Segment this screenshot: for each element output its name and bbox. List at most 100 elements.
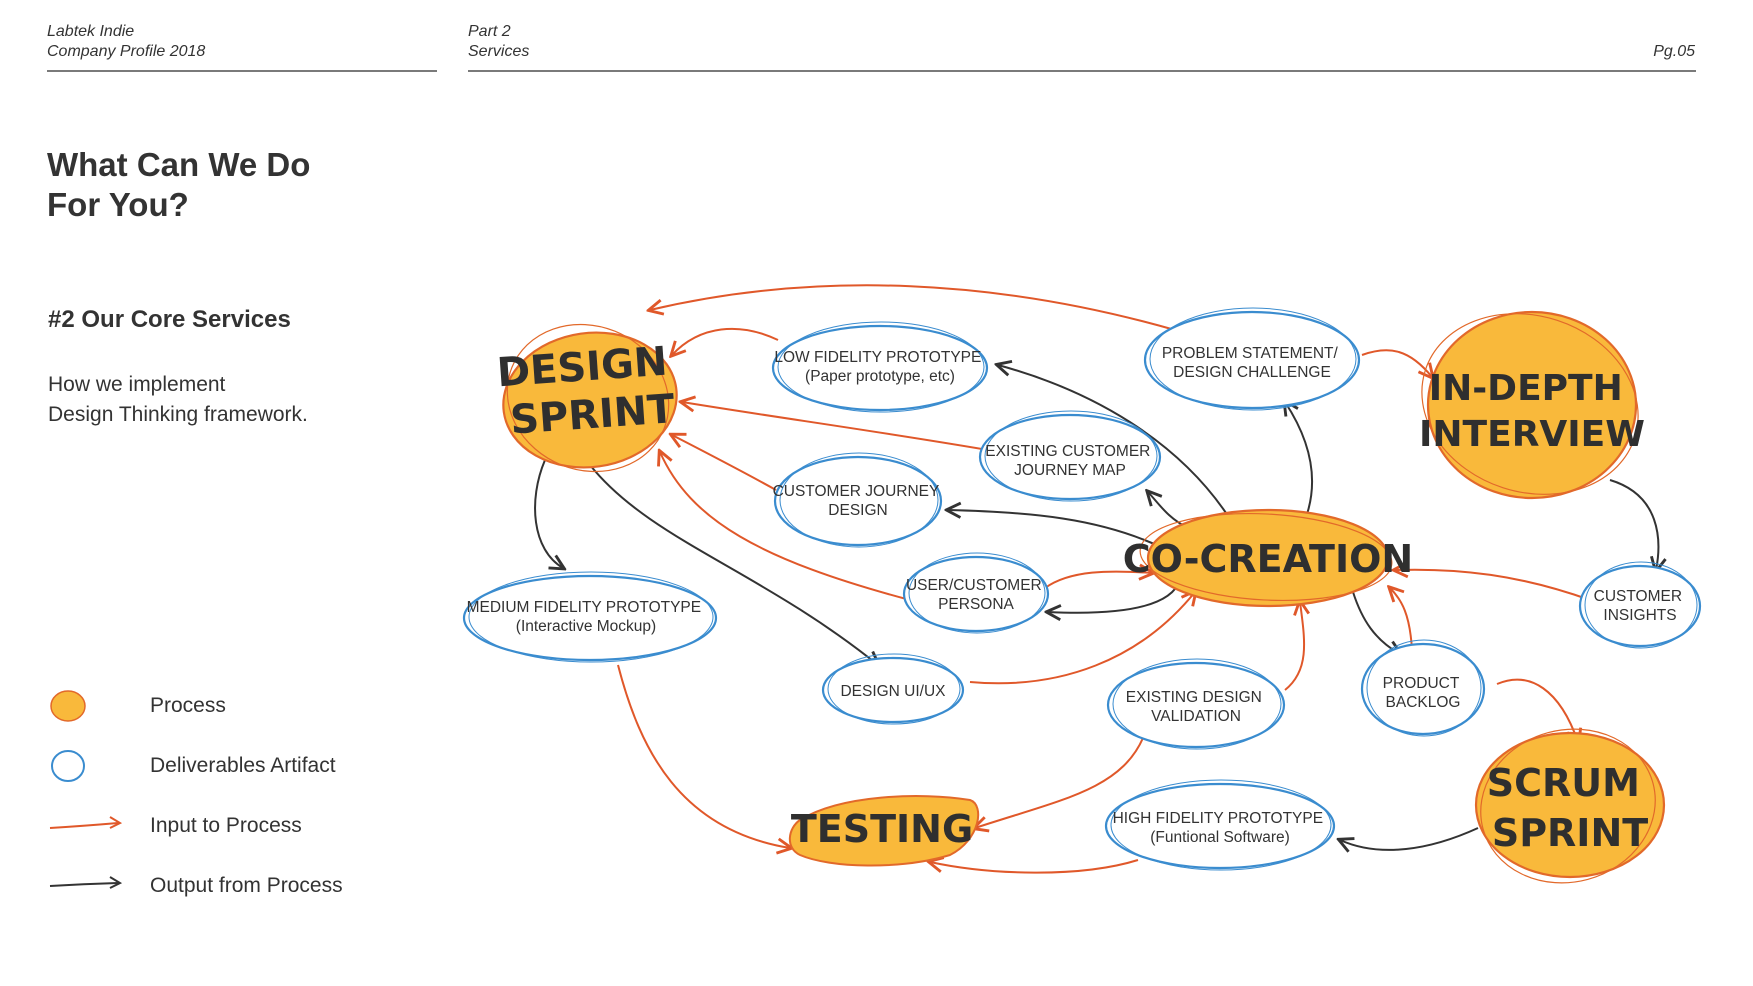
page-title-line: For You? <box>47 186 189 223</box>
artifact-low-fidelity-prototype: LOW FIDELITY PROTOTYPE (Paper prototype,… <box>771 321 989 413</box>
process-design-sprint: DESIGN SPRINT <box>495 323 678 473</box>
arrow-cocreation-to-backlog <box>1352 591 1400 654</box>
process-co-creation: CO-CREATION <box>1123 508 1413 608</box>
header-section: Part 2 Services <box>468 22 529 62</box>
output-arrow-icon <box>49 876 123 889</box>
artifact-problem-statement: PROBLEM STATEMENT/ DESIGN CHALLENGE <box>1143 307 1361 411</box>
company-name: Labtek Indie <box>47 23 135 40</box>
legend-output: Output from Process <box>48 866 388 906</box>
journey-design-label: CUSTOMER JOURNEY DESIGN <box>773 483 944 519</box>
arrow-cocreation-to-journeydesign <box>948 510 1164 549</box>
page-title: What Can We Do For You? <box>47 145 310 225</box>
medium-fidelity-label: MEDIUM FIDELITY PROTOTYPE (Interactive M… <box>467 599 706 635</box>
low-fidelity-label: LOW FIDELITY PROTOTYPE (Paper prototype,… <box>774 349 985 385</box>
arrow-persona-to-design-sprint <box>660 452 911 601</box>
arrow-problem-to-interview <box>1361 349 1432 377</box>
journey-design-line-2: DESIGN <box>828 502 887 519</box>
insights-line-1: CUSTOMER <box>1594 588 1682 605</box>
header-rule-right <box>468 70 1696 72</box>
design-validation-label: EXISTING DESIGN VALIDATION <box>1126 689 1266 725</box>
arrow-designui-to-cocreation <box>969 592 1195 685</box>
section-label: Services <box>468 43 530 60</box>
arrow-scrum-to-highfi <box>1340 827 1479 850</box>
arrow-validation-to-testing <box>975 737 1144 828</box>
arrow-design-sprint-to-designui <box>589 464 878 665</box>
arrow-interview-to-insights <box>1609 479 1658 570</box>
arrow-insights-to-cocreation <box>1395 570 1591 601</box>
arrow-problem-to-design-sprint <box>650 284 1176 331</box>
document-name: Company Profile 2018 <box>47 43 206 60</box>
scrum-line-2: SPRINT <box>1492 811 1648 855</box>
medium-fidelity-line-2: (Interactive Mockup) <box>516 618 656 635</box>
arrow-journeydesign-to-design-sprint <box>672 435 777 491</box>
testing-label: TESTING <box>791 807 973 851</box>
header-company: Labtek Indie Company Profile 2018 <box>47 22 205 62</box>
arrow-lowfi-to-design-sprint <box>672 327 779 355</box>
part-label: Part 2 <box>468 23 511 40</box>
legend-artifact: Deliverables Artifact <box>48 746 388 786</box>
arrow-cocreation-to-lowfi <box>998 365 1233 523</box>
problem-statement-label: PROBLEM STATEMENT/ DESIGN CHALLENGE <box>1162 345 1342 381</box>
persona-line-2: PERSONA <box>938 596 1014 613</box>
artifact-high-fidelity-prototype: HIGH FIDELITY PROTOTYPE (Funtional Softw… <box>1104 779 1336 871</box>
scrum-line-1: SCRUM <box>1487 761 1640 805</box>
co-creation-label: CO-CREATION <box>1123 537 1413 581</box>
section-title: #2 Our Core Services <box>48 306 291 333</box>
journey-map-label: EXISTING CUSTOMER JOURNEY MAP <box>985 443 1154 479</box>
page-title-line: What Can We Do <box>47 146 311 183</box>
scrum-sprint-label: SCRUM SPRINT <box>1487 761 1653 855</box>
legend-input: Input to Process <box>48 806 388 846</box>
persona-label: USER/CUSTOMER PERSONA <box>906 577 1046 613</box>
arrow-backlog-to-scrum <box>1496 678 1578 742</box>
in-depth-interview-label: IN-DEPTH INTERVIEW <box>1419 368 1645 455</box>
medium-fidelity-line-1: MEDIUM FIDELITY PROTOTYPE <box>467 599 702 616</box>
process-testing: TESTING <box>788 795 980 867</box>
section-description-line: Design Thinking framework. <box>48 403 308 426</box>
artifact-swatch-icon <box>51 750 85 782</box>
legend-input-label: Input to Process <box>150 814 302 837</box>
insights-line-2: INSIGHTS <box>1603 607 1676 624</box>
arrow-backlog-to-cocreation <box>1390 588 1413 651</box>
header-rule-left <box>47 70 437 72</box>
artifact-customer-insights: CUSTOMER INSIGHTS <box>1578 561 1702 649</box>
high-fidelity-line-1: HIGH FIDELITY PROTOTYPE <box>1113 810 1323 827</box>
arrow-validation-to-cocreation <box>1284 602 1304 691</box>
legend-artifact-label: Deliverables Artifact <box>150 754 336 777</box>
validation-line-2: VALIDATION <box>1151 708 1241 725</box>
artifact-existing-design-validation: EXISTING DESIGN VALIDATION <box>1106 658 1286 750</box>
validation-line-1: EXISTING DESIGN <box>1126 689 1262 706</box>
interview-line-2: INTERVIEW <box>1419 414 1645 455</box>
problem-line-2: DESIGN CHALLENGE <box>1173 364 1331 381</box>
problem-line-1: PROBLEM STATEMENT/ <box>1162 345 1339 362</box>
legend-process-label: Process <box>150 694 226 717</box>
artifact-user-persona: USER/CUSTOMER PERSONA <box>902 552 1050 634</box>
artifact-customer-journey-design: CUSTOMER JOURNEY DESIGN <box>773 452 944 548</box>
high-fidelity-line-2: (Funtional Software) <box>1150 829 1290 846</box>
input-arrow-icon <box>49 816 123 829</box>
journey-map-line-1: EXISTING CUSTOMER <box>985 443 1150 460</box>
backlog-line-1: PRODUCT <box>1383 675 1460 692</box>
low-fidelity-line-1: LOW FIDELITY PROTOTYPE <box>774 349 981 366</box>
journey-design-line-1: CUSTOMER JOURNEY <box>773 483 940 500</box>
product-backlog-label: PRODUCT BACKLOG <box>1383 675 1464 711</box>
arrow-cocreation-to-problem <box>1285 402 1314 521</box>
arrow-design-sprint-to-mediumfi <box>534 459 563 568</box>
interview-line-1: IN-DEPTH <box>1429 368 1623 409</box>
arrow-persona-to-cocreation <box>1044 572 1152 589</box>
arrow-mediumfi-to-testing <box>617 664 790 848</box>
persona-line-1: USER/CUSTOMER <box>906 577 1042 594</box>
arrow-journeymap-to-design-sprint <box>682 402 989 451</box>
input-arrows <box>617 284 1591 874</box>
legend-output-label: Output from Process <box>150 874 343 897</box>
design-uiux-label: DESIGN UI/UX <box>840 683 946 700</box>
journey-map-line-2: JOURNEY MAP <box>1014 462 1126 479</box>
process-swatch-icon <box>50 690 86 722</box>
artifact-design-uiux: DESIGN UI/UX <box>821 653 965 725</box>
arrow-cocreation-to-journeymap <box>1148 492 1189 529</box>
arrow-cocreation-to-persona <box>1048 579 1181 613</box>
section-description: How we implement Design Thinking framewo… <box>48 370 308 430</box>
artifact-medium-fidelity-prototype: MEDIUM FIDELITY PROTOTYPE (Interactive M… <box>462 571 718 663</box>
process-scrum-sprint: SCRUM SPRINT <box>1474 728 1666 884</box>
page-number: Pg.05 <box>1653 43 1695 60</box>
